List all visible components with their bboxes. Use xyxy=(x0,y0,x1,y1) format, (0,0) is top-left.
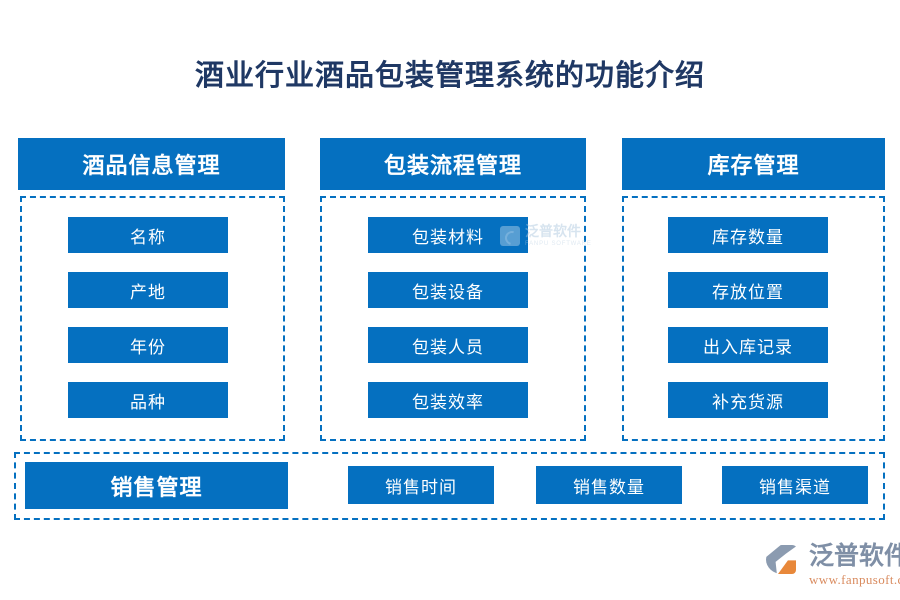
bottom-item-box-2[interactable]: 销售渠道 xyxy=(722,466,868,504)
item-box-1-2[interactable]: 包装人员 xyxy=(368,327,528,363)
item-box-1-3[interactable]: 包装效率 xyxy=(368,382,528,418)
item-box-0-1[interactable]: 产地 xyxy=(68,272,228,308)
item-box-2-3[interactable]: 补充货源 xyxy=(668,382,828,418)
column-header-2[interactable]: 库存管理 xyxy=(622,138,885,190)
item-box-2-0[interactable]: 库存数量 xyxy=(668,217,828,253)
bottom-header[interactable]: 销售管理 xyxy=(25,462,288,509)
item-box-1-0[interactable]: 包装材料 xyxy=(368,217,528,253)
item-box-2-2[interactable]: 出入库记录 xyxy=(668,327,828,363)
item-box-1-1[interactable]: 包装设备 xyxy=(368,272,528,308)
fanpu-logo-icon xyxy=(766,543,802,576)
column-header-1[interactable]: 包装流程管理 xyxy=(320,138,586,190)
item-box-0-2[interactable]: 年份 xyxy=(68,327,228,363)
footer-logo: 泛普软件 www.fanpusoft.com xyxy=(766,543,900,586)
column-items-container-1: 包装材料 包装设备 包装人员 包装效率 xyxy=(320,196,586,441)
footer-logo-texts: 泛普软件 www.fanpusoft.com xyxy=(809,543,900,586)
column-header-0[interactable]: 酒品信息管理 xyxy=(18,138,285,190)
item-box-2-1[interactable]: 存放位置 xyxy=(668,272,828,308)
column-items-container-0: 名称 产地 年份 品种 xyxy=(20,196,285,441)
item-box-0-0[interactable]: 名称 xyxy=(68,217,228,253)
column-items-container-2: 库存数量 存放位置 出入库记录 补充货源 xyxy=(622,196,885,441)
item-box-0-3[interactable]: 品种 xyxy=(68,382,228,418)
logo-swoosh-inner xyxy=(778,560,796,574)
page-title: 酒业行业酒品包装管理系统的功能介绍 xyxy=(194,60,705,92)
footer-logo-url: www.fanpusoft.com xyxy=(809,572,900,587)
bottom-item-box-1[interactable]: 销售数量 xyxy=(536,466,682,504)
footer-logo-cn: 泛普软件 xyxy=(809,543,900,570)
bottom-item-box-0[interactable]: 销售时间 xyxy=(348,466,494,504)
bottom-items-container xyxy=(14,452,885,520)
